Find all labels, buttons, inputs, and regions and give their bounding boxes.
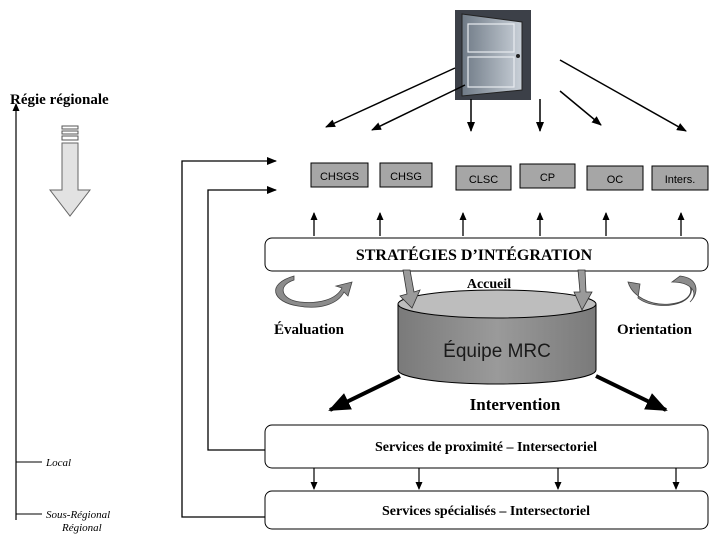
strategies-title: STRATÉGIES D’INTÉGRATION xyxy=(356,245,593,264)
equipe-mrc-cylinder: Équipe MRC xyxy=(397,289,597,385)
org-box-inters: Inters. xyxy=(651,165,709,191)
strategies-bar: STRATÉGIES D’INTÉGRATION xyxy=(264,237,709,272)
strategy-up-arrows xyxy=(310,212,685,236)
door-open-icon xyxy=(455,10,531,100)
proximite-down-arrows xyxy=(310,468,680,490)
local-label: Local xyxy=(45,457,71,469)
org-label-chsgs: CHSGS xyxy=(320,171,359,183)
org-label-chsg: CHSG xyxy=(390,171,422,183)
services-specialises-box: Services spécialisés – Intersectoriel xyxy=(264,490,709,530)
block-arrows-into-team xyxy=(399,269,593,311)
regional-label: Régional xyxy=(61,522,102,534)
org-box-chsgs: CHSGS xyxy=(310,162,369,188)
orientation-label: Orientation xyxy=(617,322,693,338)
org-label-inters: Inters. xyxy=(665,174,696,186)
regie-regionale-title: Régie régionale xyxy=(10,92,109,108)
curved-arrow-left-icon xyxy=(275,275,353,308)
services-specialises-label: Services spécialisés – Intersectoriel xyxy=(382,504,590,519)
feedback-loops xyxy=(181,157,277,518)
org-box-chsg: CHSG xyxy=(379,162,433,188)
org-box-cp: CP xyxy=(519,163,576,189)
down-block-arrow-icon xyxy=(48,125,92,217)
org-box-clsc: CLSC xyxy=(455,165,512,191)
org-box-oc: OC xyxy=(586,165,644,191)
left-axis: Régie régionale Local Sous-Régional Régi… xyxy=(10,92,110,534)
org-boxes: CHSGS CHSG CLSC CP OC Inters. xyxy=(310,162,709,191)
equipe-mrc-label: Équipe MRC xyxy=(443,341,551,362)
services-proximite-label: Services de proximité – Intersectoriel xyxy=(375,440,597,455)
intervention-arrows xyxy=(328,374,668,412)
curved-arrow-right-icon xyxy=(627,275,697,306)
intervention-label: Intervention xyxy=(470,395,561,414)
sous-regional-label: Sous-Régional xyxy=(46,509,110,521)
accueil-label: Accueil xyxy=(467,277,511,292)
services-proximite-box: Services de proximité – Intersectoriel xyxy=(264,424,709,469)
evaluation-label: Évaluation xyxy=(274,321,345,338)
org-label-cp: CP xyxy=(540,172,555,184)
door-arrows xyxy=(325,59,687,132)
org-label-clsc: CLSC xyxy=(469,174,498,186)
org-label-oc: OC xyxy=(607,174,624,186)
